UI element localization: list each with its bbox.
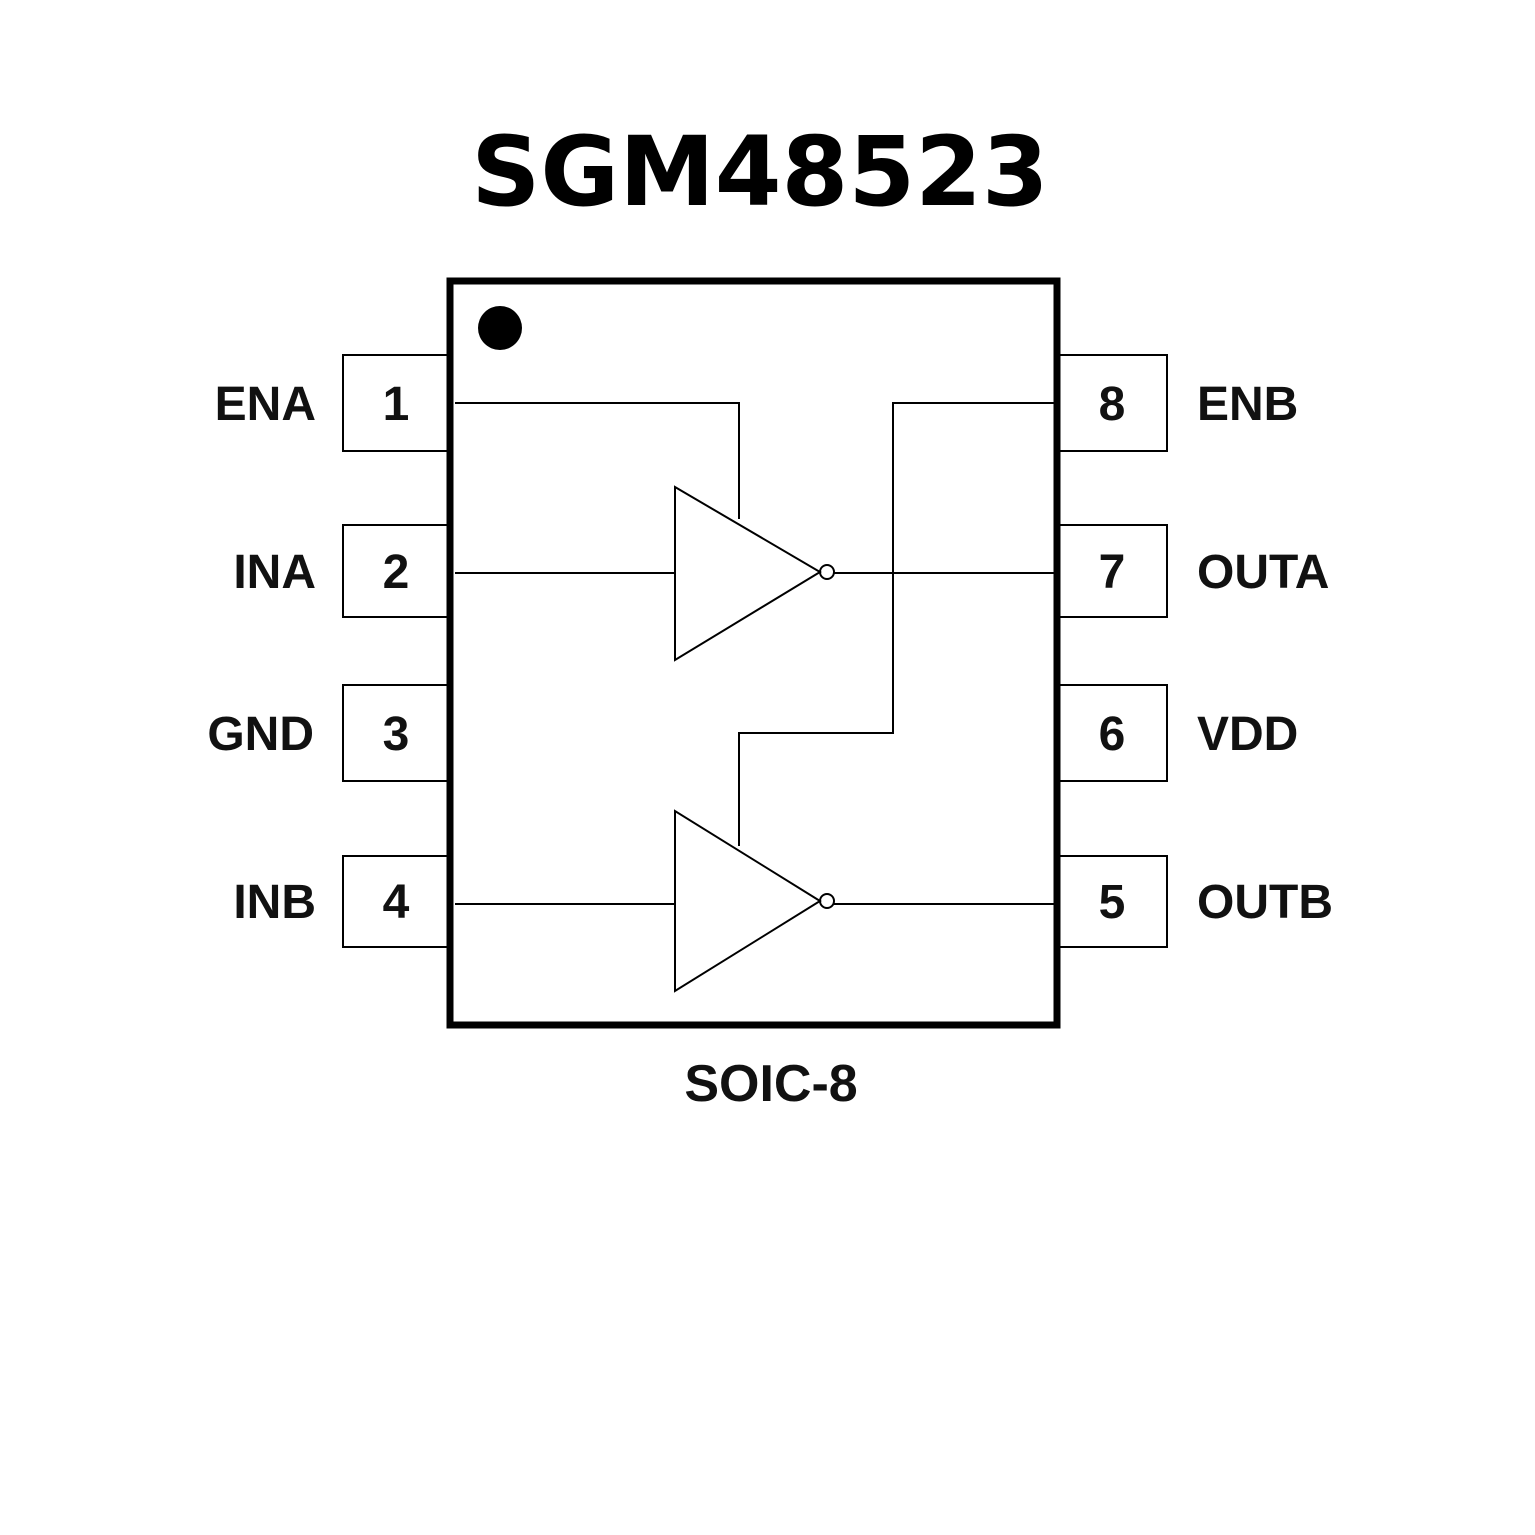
wire-enb — [738, 402, 1055, 846]
pin-5: 5 OUTB — [1056, 855, 1333, 948]
pin-2: 2 INA — [233, 524, 451, 618]
pin-label: OUTB — [1197, 876, 1333, 929]
pin-label: VDD — [1197, 708, 1298, 761]
pin-number: 1 — [383, 378, 410, 431]
chip-body — [446, 277, 1061, 1029]
pin-number: 3 — [383, 708, 410, 761]
inverter-a-icon — [674, 485, 822, 662]
inverter-b-bubble — [819, 893, 835, 909]
pin-label: ENB — [1197, 378, 1298, 431]
wire-ena — [455, 402, 740, 519]
pin-number: 7 — [1099, 546, 1126, 599]
pin-label: OUTA — [1197, 546, 1329, 599]
pin-7: 7 OUTA — [1056, 524, 1329, 618]
pin-6: 6 VDD — [1056, 684, 1298, 782]
pin-number: 6 — [1099, 708, 1126, 761]
pin-1: 1 ENA — [215, 354, 451, 452]
inverter-a-bubble — [819, 564, 835, 580]
pin-8: 8 ENB — [1056, 354, 1298, 452]
pin-4: 4 INB — [233, 855, 451, 948]
pin-number: 4 — [383, 876, 410, 929]
pin-label: INA — [233, 546, 316, 599]
inverter-b-icon — [674, 809, 822, 993]
pin-label: INB — [233, 876, 316, 929]
pin-number: 2 — [383, 546, 410, 599]
package-label: SOIC-8 — [684, 1055, 857, 1113]
pin-label: ENA — [215, 378, 316, 431]
pin-label: GND — [207, 708, 314, 761]
pin-number: 8 — [1099, 378, 1126, 431]
pin1-marker-dot — [478, 306, 522, 350]
pin-3: 3 GND — [207, 684, 451, 782]
pin-number: 5 — [1099, 876, 1126, 929]
chip-title: SGM48523 — [471, 116, 1048, 228]
